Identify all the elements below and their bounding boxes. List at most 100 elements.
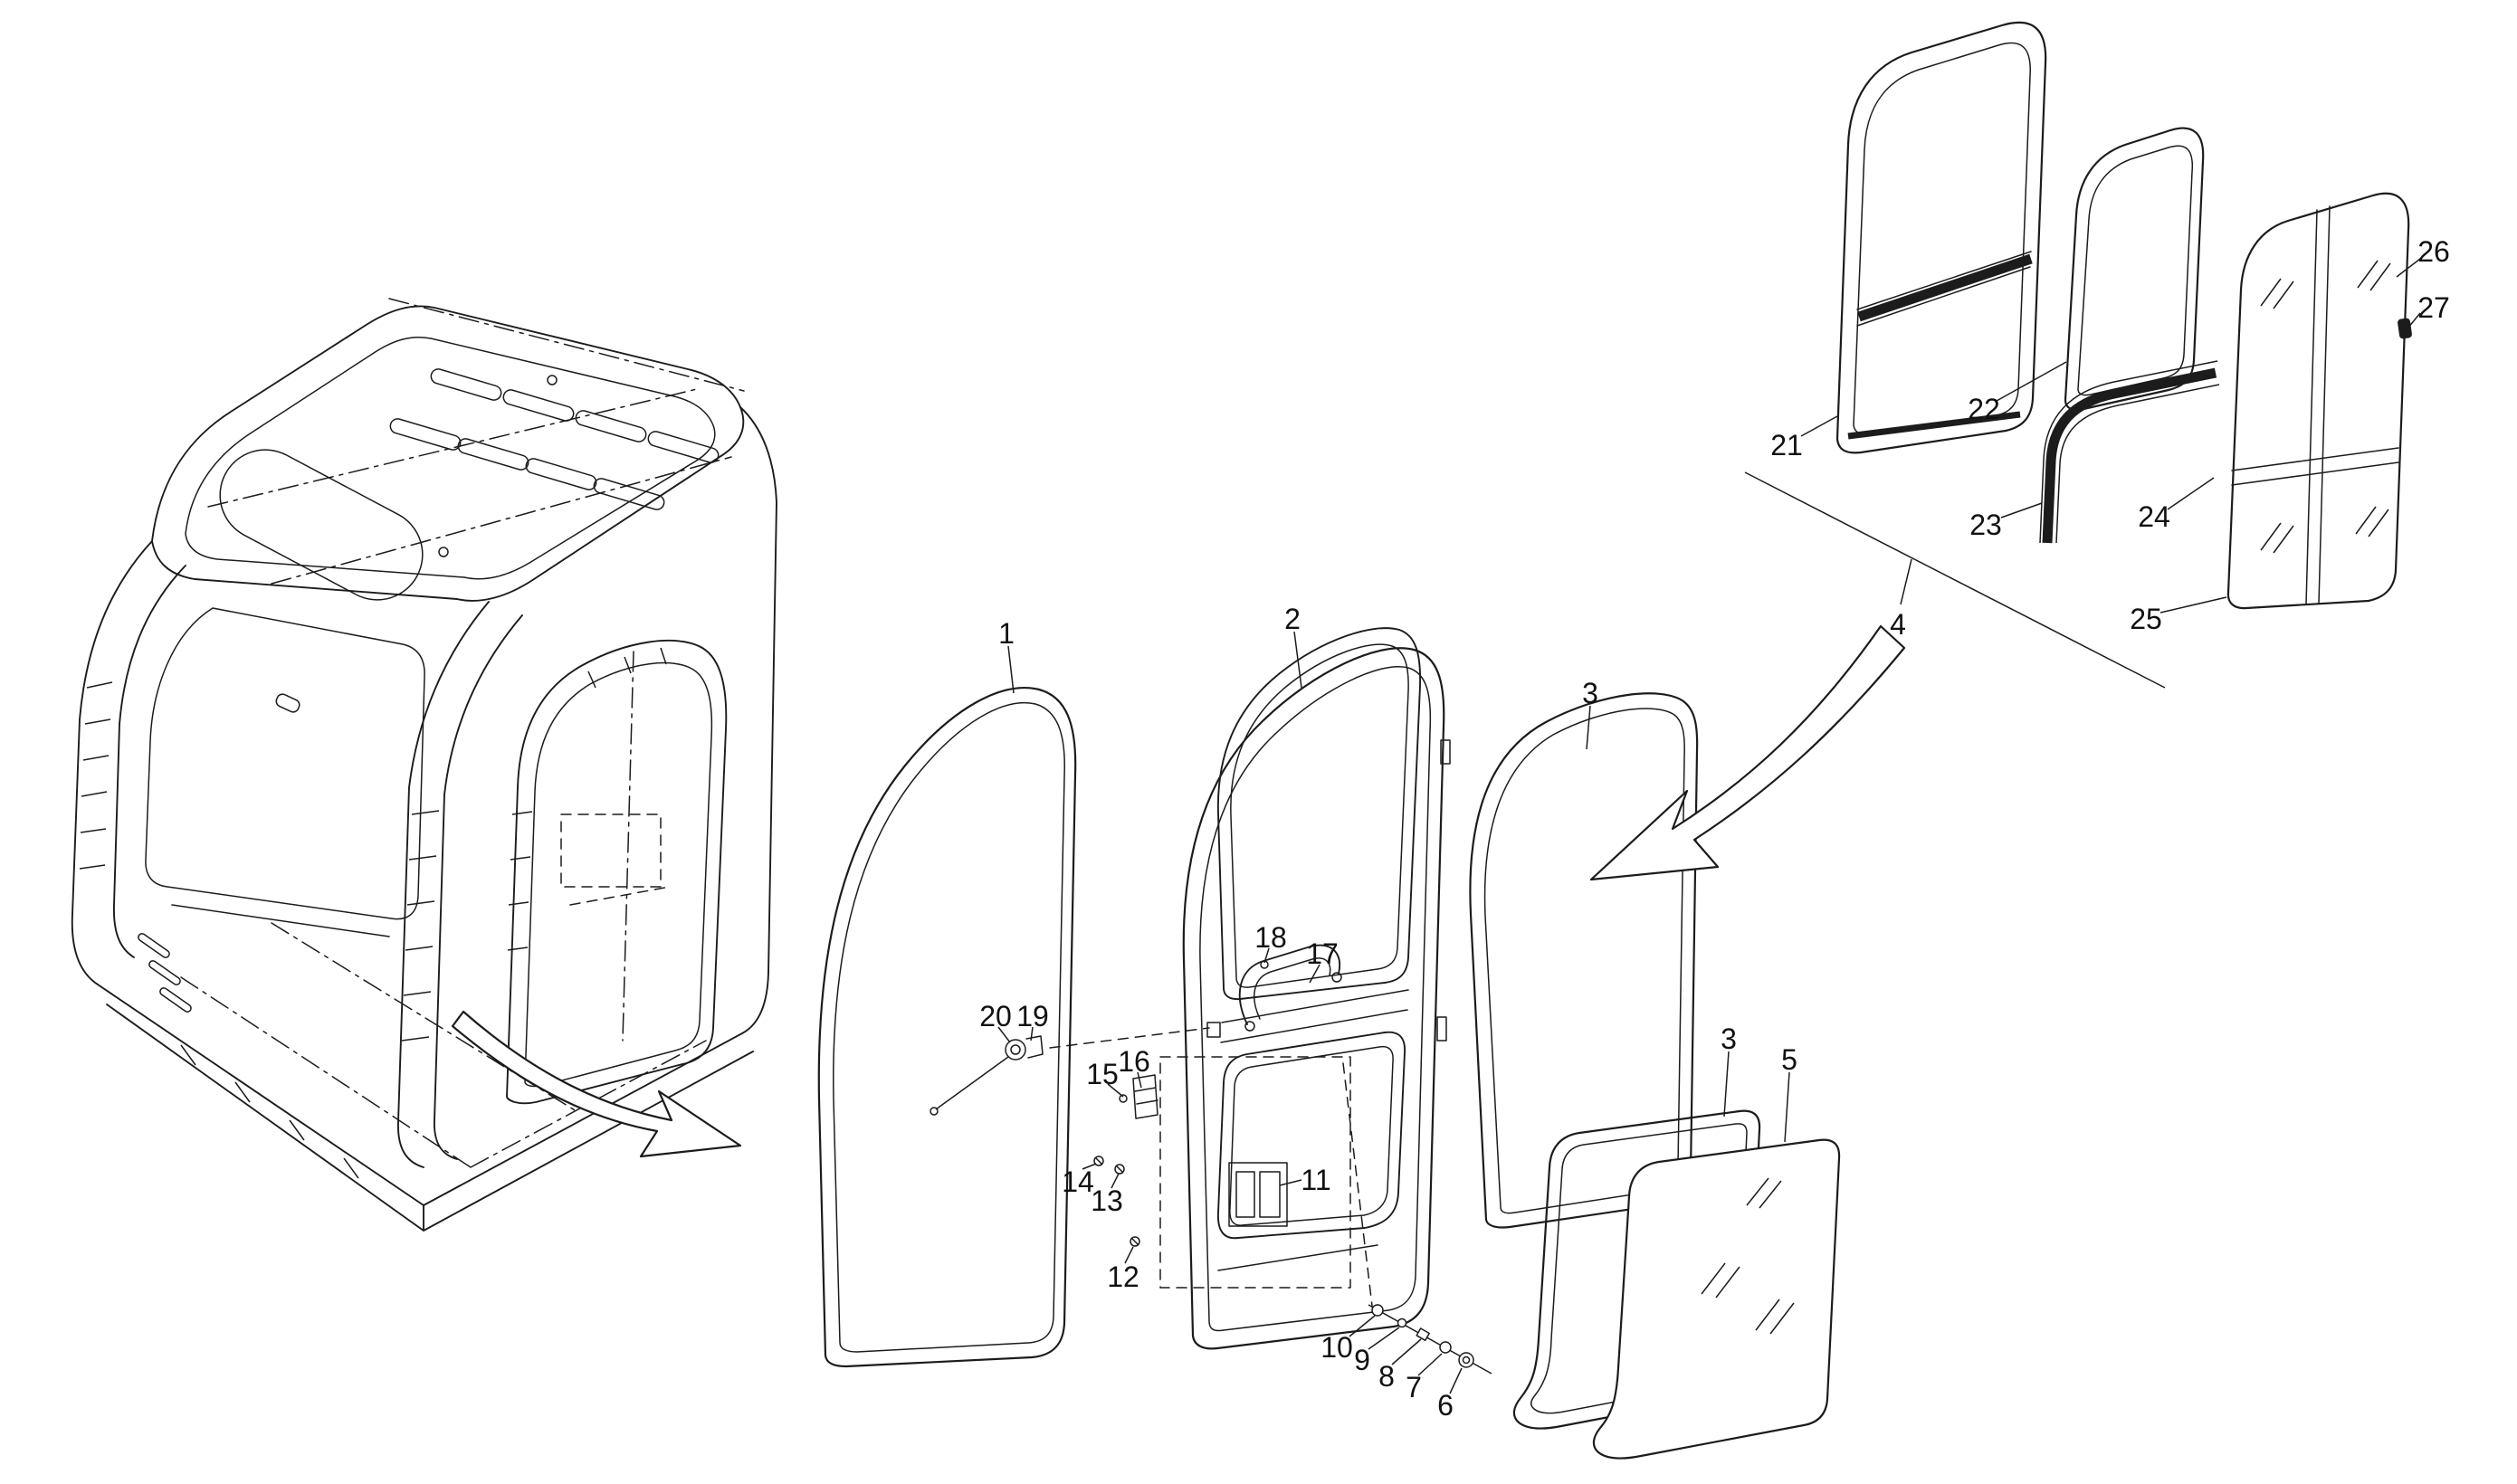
- fastener-6: [1458, 1352, 1474, 1368]
- leader-line-27: [2403, 312, 2421, 334]
- part-label-5: 5: [1781, 1043, 1797, 1076]
- part-2-door-frame: [1093, 627, 1492, 1375]
- part-label-9: 9: [1354, 1344, 1370, 1376]
- sliding-glass-horizontal-divider: [2231, 447, 2399, 486]
- leader-line-8: [1391, 1338, 1422, 1365]
- part3-seal-outer: [1469, 692, 1699, 1229]
- cab-front-panel-line: [171, 904, 390, 937]
- roof-vent-slot: [502, 389, 575, 422]
- leader-line-3: [1586, 705, 1591, 750]
- part23-band: [2042, 367, 2217, 544]
- part21-inner: [1853, 42, 2031, 436]
- part-label-27: 27: [2417, 291, 2450, 324]
- roof-vent-slot: [389, 418, 462, 451]
- fastener-8: [1416, 1327, 1430, 1342]
- leader-line-11: [1279, 1179, 1302, 1186]
- leader-line-10: [1349, 1315, 1376, 1337]
- fastener-7: [1439, 1341, 1452, 1354]
- door-outline-inner: [1199, 666, 1432, 1332]
- part-19-20-door-lock: [930, 1027, 1210, 1116]
- fastener-9: [1397, 1318, 1407, 1328]
- roof-vent-slot: [575, 410, 647, 442]
- part-label-16: 16: [1118, 1045, 1150, 1078]
- door-lower-window-inner: [1229, 1045, 1394, 1226]
- part-label-3: 3: [1721, 1023, 1737, 1055]
- part-23-corner-seal: [2039, 360, 2220, 544]
- roof-vent-slot: [647, 431, 720, 463]
- sliding-glass-outline: [2226, 192, 2410, 610]
- cab-roof-inner-line: [185, 336, 716, 580]
- leader-line-6: [1449, 1367, 1463, 1394]
- part-5-lower-glass: [1592, 1138, 1841, 1460]
- part-label-7: 7: [1406, 1371, 1422, 1403]
- lock-alignment-line: [1049, 1027, 1210, 1049]
- assembly-direction-arrow-right: [1589, 624, 1906, 881]
- leader-line-24: [2167, 477, 2215, 510]
- lock-cylinder: [1005, 1039, 1026, 1061]
- lower-glass-outline: [1592, 1138, 1841, 1460]
- part21-outer: [1835, 21, 2047, 454]
- part-label-25: 25: [2130, 603, 2162, 635]
- cab-roof-vents: [389, 368, 720, 510]
- leader-line-14: [1082, 1163, 1097, 1170]
- cab-door-aperture: [506, 639, 728, 1105]
- leader-line-7: [1417, 1353, 1443, 1376]
- part-21-window-frame: [1835, 21, 2047, 454]
- screw-12: [1130, 1236, 1140, 1247]
- lock-bracket: [1025, 1035, 1044, 1059]
- roof-vent-slot: [430, 368, 502, 401]
- fastener-6-core: [1462, 1356, 1471, 1365]
- roof-vent-slot: [525, 458, 597, 490]
- striker-screw: [1119, 1094, 1128, 1103]
- part-label-4: 4: [1890, 608, 1906, 641]
- group4-bracket: [1744, 471, 2166, 689]
- handle-screw: [1331, 972, 1342, 983]
- leader-line-21: [1800, 415, 1838, 437]
- leader-line-22: [1996, 361, 2067, 402]
- sliding-glass-marks: [2260, 260, 2391, 554]
- part-label-20: 20: [979, 1000, 1012, 1032]
- part-label-10: 10: [1320, 1331, 1353, 1364]
- handle-inner: [1254, 957, 1331, 1020]
- part-label-18: 18: [1254, 921, 1287, 954]
- part-label-1: 1: [998, 617, 1015, 650]
- front-vent-slot: [148, 960, 181, 985]
- cab-floor-centerlines: [180, 651, 707, 1168]
- part-label-19: 19: [1016, 1000, 1049, 1032]
- part23-edges: [2039, 360, 2220, 544]
- leader-line-3: [1723, 1051, 1730, 1118]
- lock-cylinder-core: [1010, 1044, 1021, 1055]
- cab-roof-bolt: [438, 547, 449, 557]
- part21-divider: [1856, 251, 2032, 327]
- leader-line-13: [1111, 1173, 1120, 1189]
- leader-line-26: [2396, 258, 2421, 278]
- part-6-to-10-fasteners: [1368, 1304, 1492, 1375]
- part-3-upper-window-seal: [1469, 692, 1699, 1229]
- latch-plate: [1259, 1171, 1281, 1218]
- front-vent-slot: [138, 933, 170, 958]
- part-label-24: 24: [2138, 500, 2170, 533]
- excavator-cab: [71, 298, 777, 1232]
- cab-grab-handle: [275, 693, 300, 713]
- part-label-2: 2: [1284, 603, 1301, 635]
- part-label-11: 11: [1301, 1164, 1330, 1196]
- screw-14: [1093, 1156, 1104, 1166]
- cab-windshield-frame: [145, 607, 425, 920]
- latch-plate: [1235, 1171, 1255, 1218]
- leader-line-2: [1293, 631, 1302, 689]
- part-1-door-weatherstrip: [817, 687, 1077, 1368]
- part-label-12: 12: [1107, 1260, 1139, 1293]
- leader-line-18: [1263, 947, 1270, 964]
- sliding-glass-vertical-divider: [2305, 205, 2331, 605]
- part-label-13: 13: [1091, 1184, 1123, 1217]
- door-mid-rail: [1220, 989, 1409, 1043]
- door-outline-outer: [1182, 647, 1445, 1350]
- group-4-window-kit: [1589, 21, 2412, 881]
- cab-door-aperture-inner: [524, 661, 713, 1088]
- part3-seal-inner: [1483, 708, 1685, 1214]
- latch-body: [1228, 1162, 1288, 1227]
- handle-screw: [1244, 1021, 1255, 1032]
- part22-inner: [2077, 145, 2194, 396]
